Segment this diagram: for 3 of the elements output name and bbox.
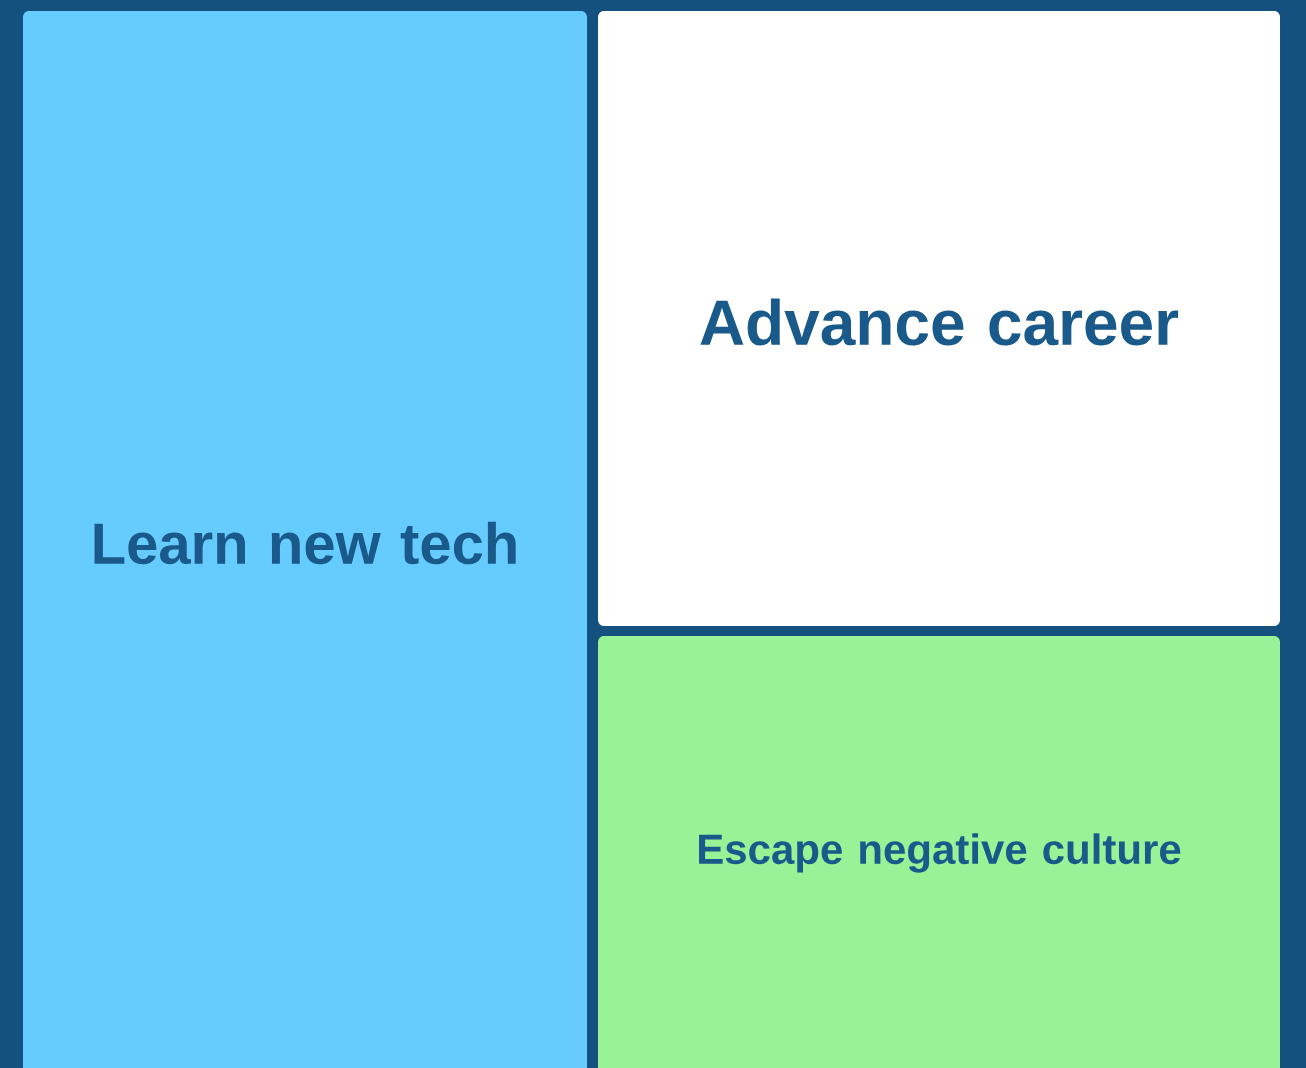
treemap-tile: Escape negative culture <box>598 636 1280 1068</box>
treemap-tile: Advance career <box>598 11 1280 626</box>
treemap-tile: Learn new tech <box>23 11 587 1068</box>
